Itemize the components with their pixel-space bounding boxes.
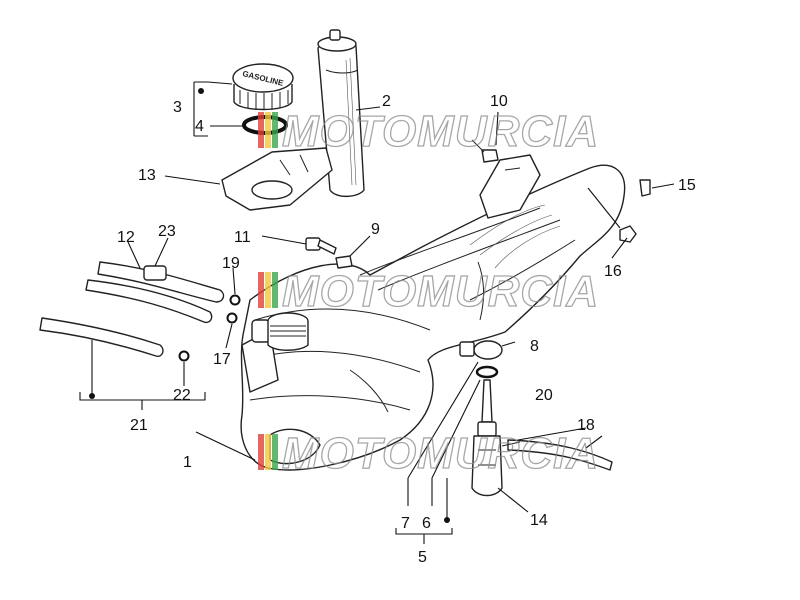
callout-14: 14 bbox=[530, 512, 548, 529]
callout-23: 23 bbox=[158, 223, 176, 240]
callout-10: 10 bbox=[490, 93, 508, 110]
clip-15 bbox=[639, 179, 651, 197]
tank-filler-neck bbox=[267, 312, 309, 351]
callout-3: 3 bbox=[173, 99, 182, 116]
hose-12 bbox=[85, 261, 225, 324]
callout-2: 2 bbox=[382, 93, 391, 110]
nut-16 bbox=[619, 225, 637, 243]
callout-8: 8 bbox=[530, 338, 539, 355]
callout-16: 16 bbox=[604, 263, 622, 280]
callout-6: 6 bbox=[422, 515, 431, 532]
bracket-10 bbox=[471, 139, 499, 163]
clip-23 bbox=[143, 265, 167, 281]
callout-22: 22 bbox=[173, 387, 191, 404]
fuel-tap-14 bbox=[471, 365, 503, 497]
watermark-top: MOTOMURCIA bbox=[258, 106, 599, 157]
callout-15: 15 bbox=[678, 177, 696, 194]
watermark-text-middle: MOTOMURCIA bbox=[282, 267, 599, 316]
clip-22 bbox=[178, 350, 190, 362]
callout-21: 21 bbox=[130, 417, 148, 434]
clip-17 bbox=[226, 312, 238, 324]
callout-11: 11 bbox=[234, 229, 251, 246]
callout-13: 13 bbox=[138, 167, 156, 184]
fuel-cap: GASOLINE bbox=[232, 63, 294, 111]
watermark-text-top: MOTOMURCIA bbox=[282, 107, 599, 156]
callout-19: 19 bbox=[222, 255, 240, 272]
callout-12: 12 bbox=[117, 229, 135, 246]
callout-7: 7 bbox=[401, 515, 410, 532]
hose-clamp-8 bbox=[459, 340, 503, 360]
watermark-bottom: MOTOMURCIA bbox=[258, 428, 599, 479]
callout-17: 17 bbox=[213, 351, 231, 368]
watermark-middle: MOTOMURCIA bbox=[258, 266, 599, 317]
callout-20: 20 bbox=[535, 387, 553, 404]
hose-18 bbox=[507, 439, 613, 471]
callout-18: 18 bbox=[577, 417, 595, 434]
plate-9 bbox=[335, 255, 353, 269]
hose-20 bbox=[501, 441, 521, 447]
callout-1: 1 bbox=[183, 454, 192, 471]
callout-labels: 1 2 3 4 5 6 7 8 9 10 11 12 13 14 15 16 1… bbox=[117, 93, 696, 566]
funnel-tray bbox=[221, 147, 333, 211]
filler-pipe bbox=[317, 29, 365, 198]
hose-21 bbox=[39, 317, 164, 357]
callout-5: 5 bbox=[418, 549, 427, 566]
callout-4: 4 bbox=[195, 118, 204, 135]
clip-19 bbox=[229, 294, 241, 306]
callout-9: 9 bbox=[371, 221, 380, 238]
bolt-11 bbox=[305, 237, 337, 255]
leader-lines bbox=[79, 81, 675, 544]
watermark-text-bottom: MOTOMURCIA bbox=[282, 429, 599, 478]
